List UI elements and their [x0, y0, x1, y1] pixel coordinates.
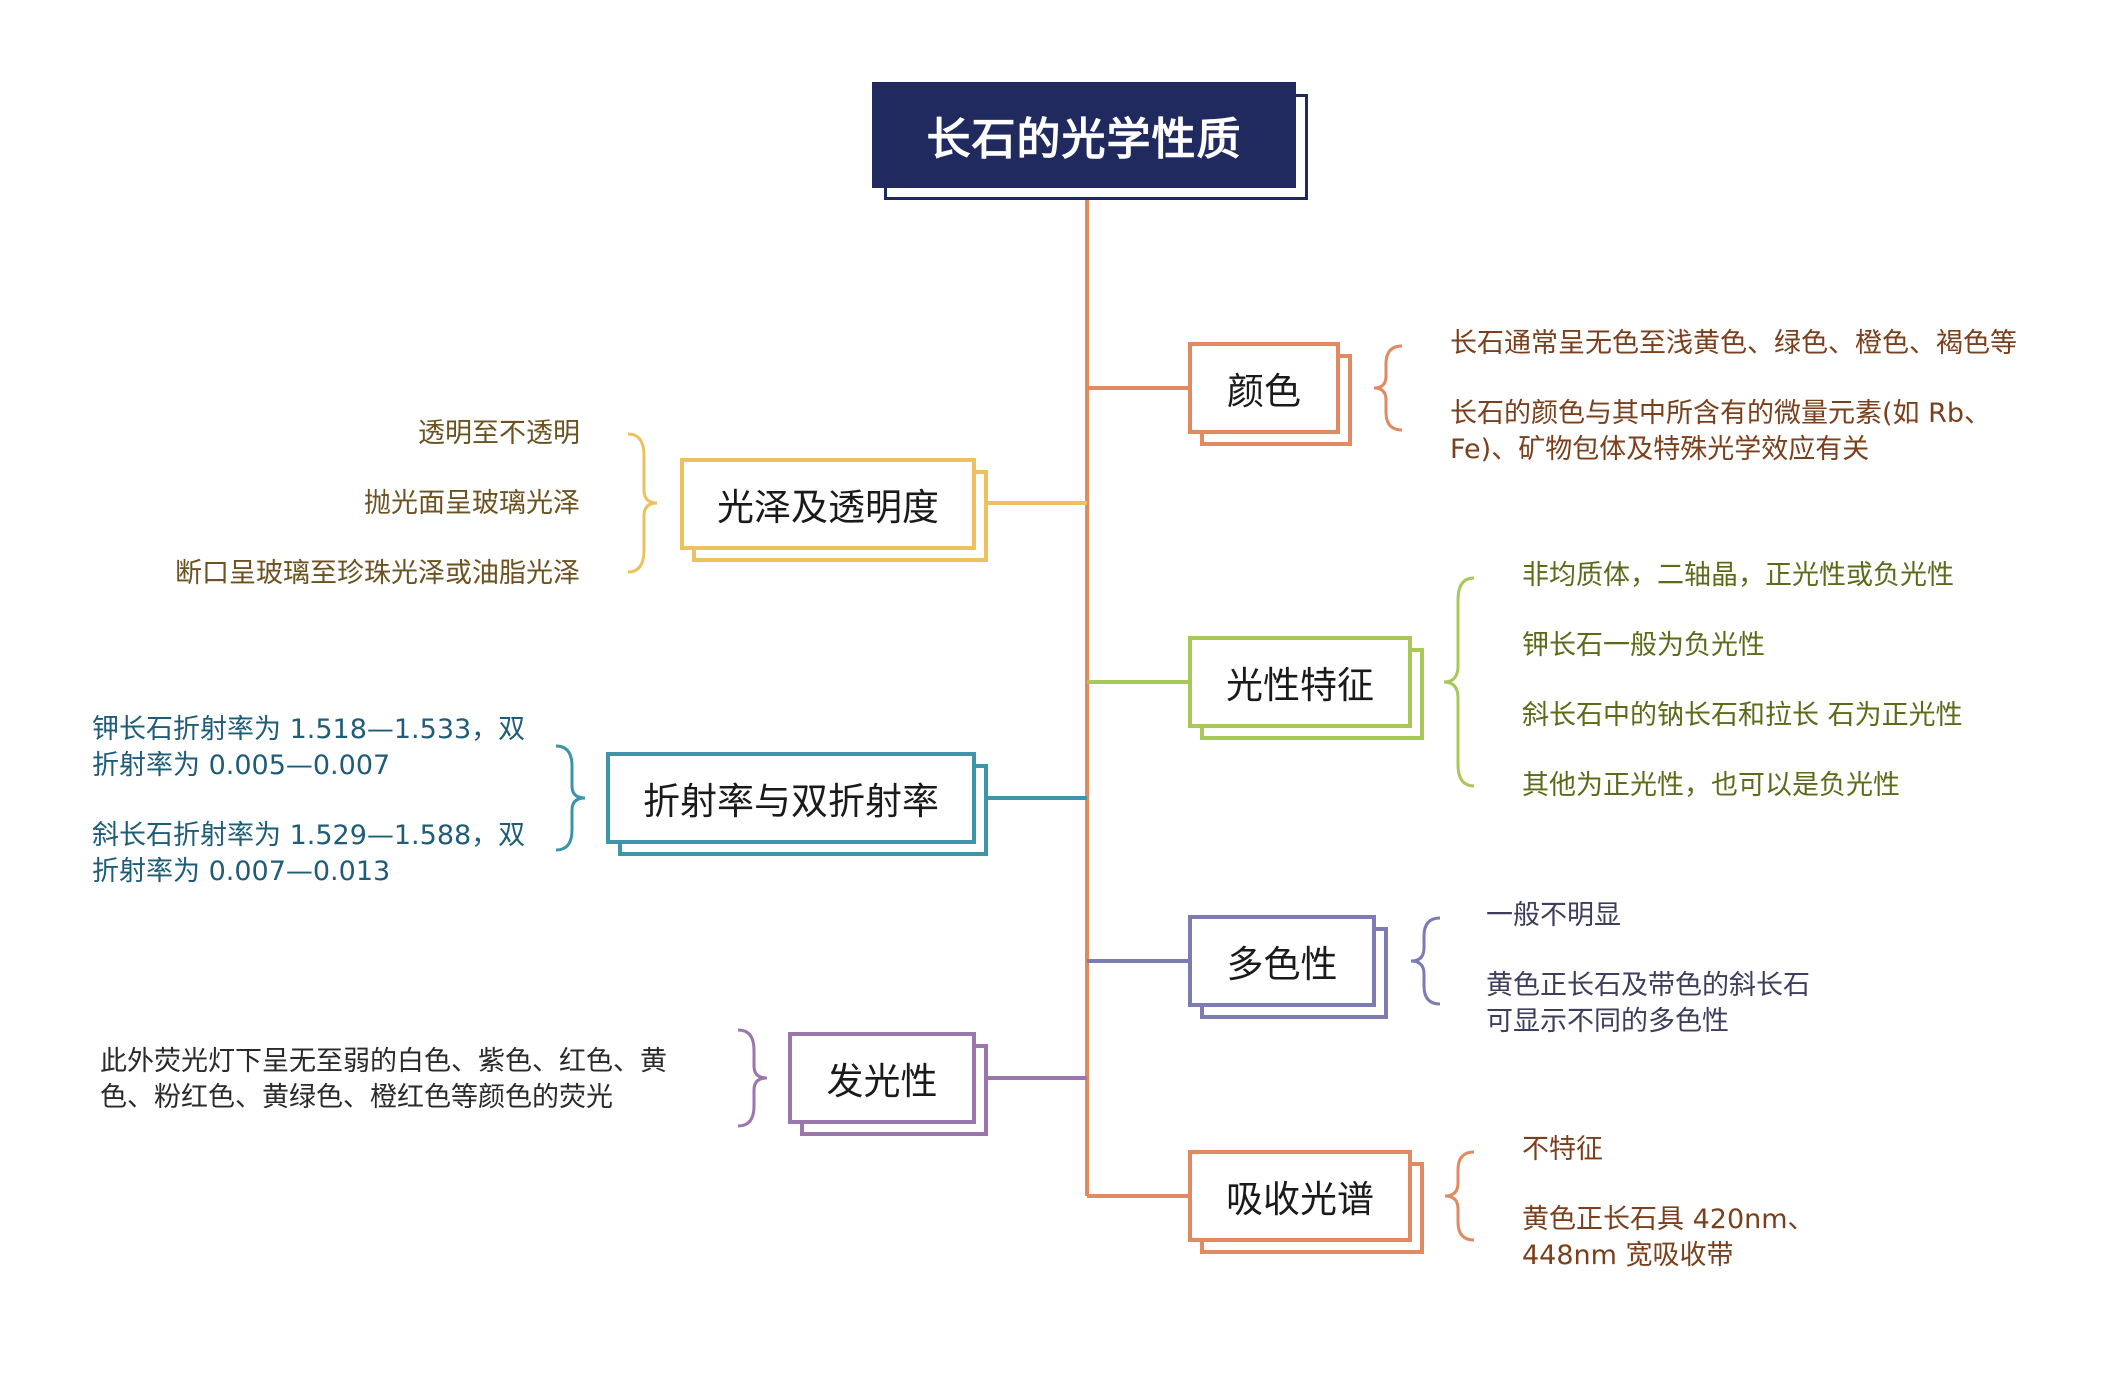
absorption-item-2: 黄色正长石具 420nm、: [1522, 1204, 1815, 1235]
refraction-item-3: 斜长石折射率为 1.529—1.588，双: [92, 820, 526, 851]
optic-item-3: 斜长石中的钠长石和拉长 石为正光性: [1522, 700, 1963, 731]
root-title: 长石的光学性质: [872, 82, 1296, 188]
luster-item-2: 抛光面呈玻璃光泽: [364, 488, 580, 519]
brace-refraction: [555, 744, 586, 852]
brace-absorption: [1444, 1150, 1475, 1242]
luminescence-item-2: 色、粉红色、黄绿色、橙红色等颜色的荧光: [100, 1082, 613, 1113]
node-refraction-label: 折射率与双折射率: [606, 752, 976, 844]
node-absorption-label: 吸收光谱: [1188, 1150, 1412, 1242]
node-luminescence-label: 发光性: [788, 1032, 976, 1124]
color-item-3: Fe)、矿物包体及特殊光学效应有关: [1450, 434, 1870, 465]
pleochroism-item-1: 一般不明显: [1486, 900, 1621, 931]
refraction-item-4: 折射率为 0.007—0.013: [92, 856, 391, 887]
pleochroism-item-3: 可显示不同的多色性: [1486, 1006, 1729, 1037]
node-optic[interactable]: 光性特征: [1188, 636, 1424, 740]
optic-item-4: 其他为正光性，也可以是负光性: [1522, 770, 1900, 801]
brace-optic: [1443, 576, 1475, 788]
node-optic-label: 光性特征: [1188, 636, 1412, 728]
luster-item-3: 断口呈玻璃至珍珠光泽或油脂光泽: [175, 558, 580, 589]
node-pleochroism[interactable]: 多色性: [1188, 915, 1388, 1019]
node-luminescence[interactable]: 发光性: [788, 1032, 988, 1136]
brace-pleochroism: [1410, 916, 1441, 1006]
refraction-item-1: 钾长石折射率为 1.518—1.533，双: [92, 714, 526, 745]
node-absorption[interactable]: 吸收光谱: [1188, 1150, 1424, 1254]
color-item-1: 长石通常呈无色至浅黄色、绿色、橙色、褐色等: [1450, 328, 2017, 359]
node-color-label: 颜色: [1188, 342, 1340, 434]
color-item-2: 长石的颜色与其中所含有的微量元素(如 Rb、: [1450, 398, 1992, 429]
brace-luster: [627, 432, 658, 574]
optic-item-2: 钾长石一般为负光性: [1522, 630, 1765, 661]
node-refraction[interactable]: 折射率与双折射率: [606, 752, 988, 856]
optic-item-1: 非均质体，二轴晶，正光性或负光性: [1522, 560, 1954, 591]
luminescence-item-1: 此外荧光灯下呈无至弱的白色、紫色、红色、黄: [100, 1046, 667, 1077]
luster-item-1: 透明至不透明: [418, 418, 580, 449]
node-color[interactable]: 颜色: [1188, 342, 1352, 446]
node-pleochroism-label: 多色性: [1188, 915, 1376, 1007]
brace-color: [1373, 344, 1403, 432]
brace-luminescence: [737, 1028, 768, 1128]
pleochroism-item-2: 黄色正长石及带色的斜长石: [1486, 970, 1810, 1001]
refraction-item-2: 折射率为 0.005—0.007: [92, 750, 391, 781]
node-luster[interactable]: 光泽及透明度: [680, 458, 988, 562]
node-luster-label: 光泽及透明度: [680, 458, 976, 550]
absorption-item-3: 448nm 宽吸收带: [1522, 1240, 1734, 1271]
absorption-item-1: 不特征: [1522, 1134, 1603, 1165]
root-node: 长石的光学性质: [872, 82, 1308, 200]
